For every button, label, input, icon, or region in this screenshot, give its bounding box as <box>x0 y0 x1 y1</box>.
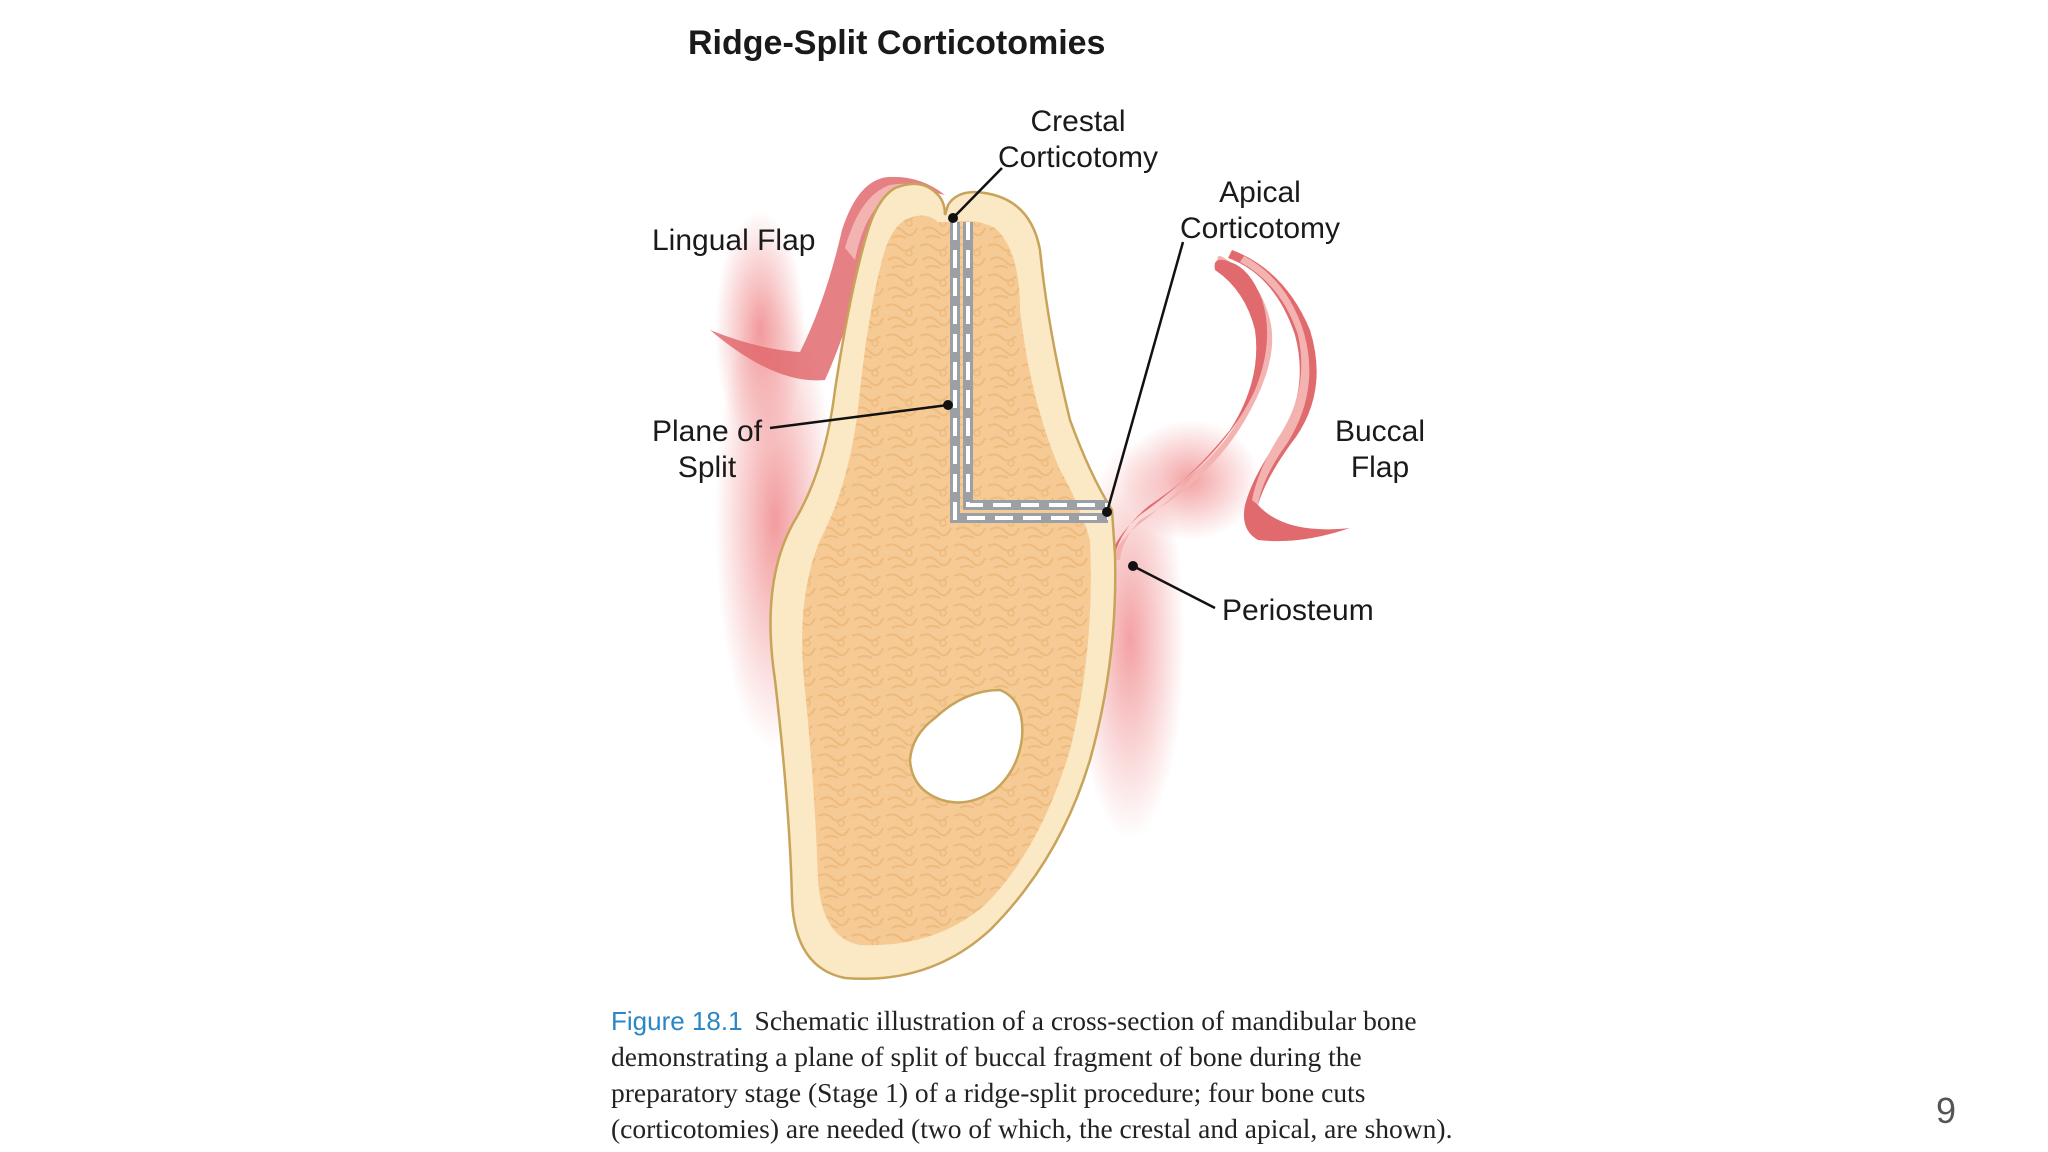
label-apical-line1: Apical <box>1219 176 1301 209</box>
label-crestal-line2: Corticotomy <box>998 141 1158 174</box>
plane-pointer-dot <box>943 400 953 410</box>
label-buccal-line1: Buccal <box>1335 415 1425 448</box>
mandibular-bone <box>769 182 1117 980</box>
diagram-title: Ridge-Split Corticotomies <box>688 24 1105 62</box>
crestal-pointer-dot <box>948 213 958 223</box>
label-periosteum: Periosteum <box>1222 594 1374 627</box>
label-plane-line2: Split <box>678 451 737 484</box>
cut-lines <box>950 222 1108 523</box>
caption-line-2: demonstrating a plane of split of buccal… <box>611 1041 1362 1072</box>
leader-dots <box>943 213 1138 571</box>
label-buccal-line2: Flap <box>1351 451 1409 484</box>
caption-line-3: preparatory stage (Stage 1) of a ridge-s… <box>611 1077 1366 1108</box>
buccal-flap <box>1108 250 1350 565</box>
page-number: 9 <box>1936 1090 1957 1131</box>
apical-pointer-dot <box>1102 507 1112 517</box>
periosteum-pointer-dot <box>1128 561 1138 571</box>
label-crestal-line1: Crestal <box>1030 105 1125 138</box>
caption-line-4: (corticotomies) are needed (two of which… <box>611 1113 1453 1144</box>
caption-line-1: Figure 18.1 Schematic illustration of a c… <box>611 1003 1511 1039</box>
label-plane-line1: Plane of <box>652 415 763 448</box>
leader-lines <box>769 167 1216 610</box>
caption-text-1: Schematic illustration of a cross-sectio… <box>754 1005 1417 1036</box>
label-lingual-flap: Lingual Flap <box>652 224 815 257</box>
label-apical-line2: Corticotomy <box>1180 212 1340 245</box>
figure-caption: Figure 18.1 Schematic illustration of a c… <box>611 1003 1511 1147</box>
lingual-flap <box>710 176 945 381</box>
mandibular-canal <box>908 688 1024 804</box>
caption-figure-label: Figure 18.1 <box>611 1006 743 1036</box>
